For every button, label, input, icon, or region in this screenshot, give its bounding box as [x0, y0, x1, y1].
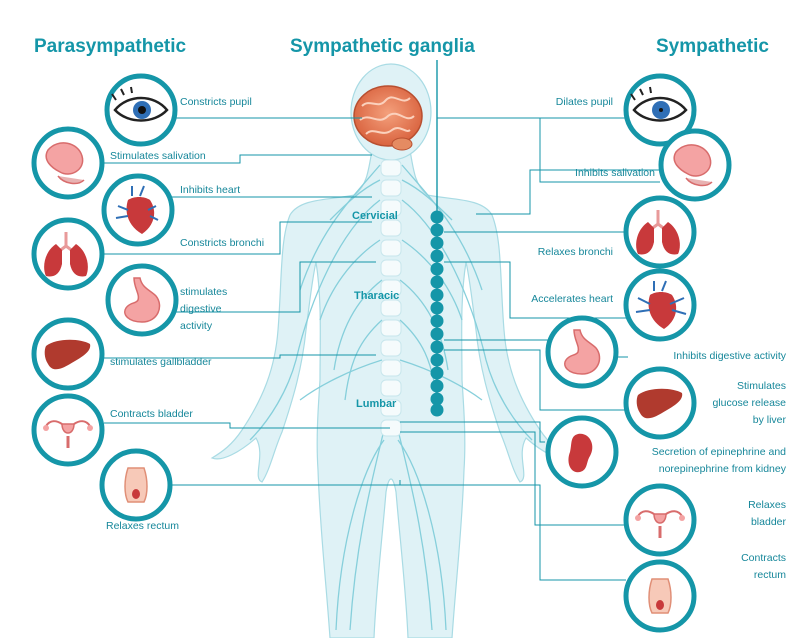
effect-label: Secretion of epinephrine and norepinephr… — [651, 446, 786, 475]
parasympathetic-icons — [31, 73, 179, 522]
lungs-icon — [31, 217, 105, 291]
salivary-gland-icon — [658, 128, 732, 202]
effect-label: Relaxes bladder — [748, 499, 786, 528]
connector-lines — [104, 117, 660, 581]
effect-label: Relaxes rectum — [106, 520, 179, 532]
effect-label: Dilates pupil — [555, 96, 613, 108]
sympathetic-icons — [545, 73, 732, 633]
effect-label: stimulates digestive activity — [180, 286, 228, 332]
spine-region-lumbar: Lumbar — [356, 398, 397, 410]
heart-icon — [101, 173, 175, 247]
sympathetic-ganglia-heading: Sympathetic ganglia — [290, 36, 475, 57]
sympathetic-heading: Sympathetic — [656, 36, 769, 57]
nerve-network — [249, 164, 533, 631]
effect-label: stimulates gallbladder — [110, 356, 212, 368]
liver-icon — [31, 317, 105, 391]
effect-label: Constricts pupil — [180, 96, 252, 108]
spine-region-cervical: Cervicial — [352, 210, 398, 222]
spinal-column — [380, 159, 402, 437]
liver-icon — [623, 366, 697, 440]
stomach-icon — [105, 263, 179, 337]
stomach-icon — [545, 315, 619, 389]
effect-label: Inhibits salivation — [575, 167, 655, 179]
effect-label: Inhibits heart — [180, 184, 241, 196]
kidney-icon — [545, 415, 619, 489]
rectum-icon — [99, 448, 173, 522]
effect-label: Contracts bladder — [110, 408, 193, 420]
heart-icon — [623, 268, 697, 342]
salivary-gland-icon — [31, 126, 105, 200]
effect-label: Accelerates heart — [531, 293, 613, 305]
eye-icon — [104, 73, 178, 147]
effect-label: Stimulates glucose release by liver — [712, 380, 786, 426]
bladder-icon — [623, 483, 697, 557]
effect-label: Stimulates salivation — [110, 150, 206, 162]
parasympathetic-heading: Parasympathetic — [34, 36, 187, 57]
effect-label: Constricts bronchi — [180, 237, 265, 249]
rectum-icon — [623, 559, 697, 633]
sympathetic-ganglia-chain — [430, 60, 444, 417]
effect-label: Inhibits digestive activity — [673, 350, 786, 362]
brain-icon — [353, 85, 423, 151]
eye-icon — [623, 73, 697, 147]
lungs-icon — [623, 195, 697, 269]
effect-label: Relaxes bronchi — [537, 246, 613, 258]
spine-region-thoracic: Tharacic — [354, 290, 400, 302]
effect-label: Contracts rectum — [741, 552, 786, 581]
bladder-icon — [31, 393, 105, 467]
